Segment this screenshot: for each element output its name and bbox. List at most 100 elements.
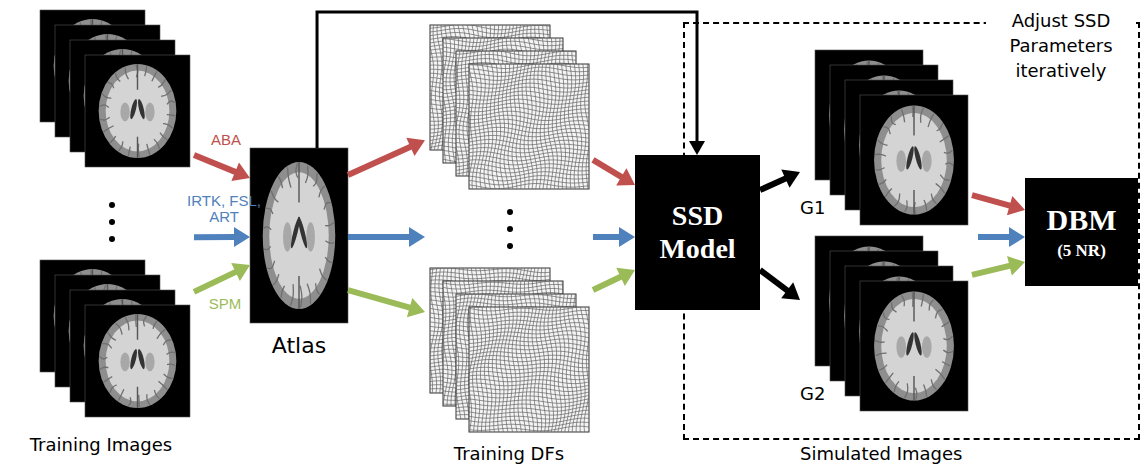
sulcus [153,321,157,329]
image-stack-art [425,20,594,194]
arrow-shaft [348,234,411,240]
flow-arrow [194,227,250,247]
arrow-shaft [194,271,237,292]
ventricle [913,332,923,356]
sulcus [875,154,886,156]
arrow-head [781,169,800,187]
arrow-head [231,163,250,181]
flow-arrow [317,12,705,155]
arrow-head [234,227,250,247]
group-label: G1 [800,197,825,218]
sulcus [128,397,130,406]
sulcus [883,127,890,134]
sulcus [135,315,137,327]
method-label: SPM [209,296,242,313]
arrow-head [616,268,635,286]
sulcus [164,374,173,378]
sulcus [264,246,270,249]
ellipsis-dot [507,226,513,232]
sulcus [116,323,123,334]
sulcus [118,141,123,150]
ventricle [137,349,147,370]
sulcus [163,124,173,129]
ventricle [129,99,139,120]
arrow-head [409,227,425,247]
sulcus [305,166,308,184]
basal-ganglia [145,353,154,372]
sulcus [325,241,334,243]
deformation-field [464,59,594,194]
sulcus [167,352,175,354]
arrow-head [231,263,250,281]
flow-arrow [593,268,635,290]
sulcus [320,269,327,281]
arrow-head [1007,256,1025,275]
sulcus [102,94,111,98]
arrow-shaft [972,195,1012,206]
sulcus [110,385,117,393]
basal-ganglia [922,150,932,172]
sulcus [325,222,334,226]
method-arrow-head [1009,227,1025,247]
midline [137,314,138,408]
cortex [874,291,954,400]
iteration-region: Adjust SSD Parameters iterativelySimulat… [683,22,1140,440]
brain-slice [860,95,968,225]
flow-arrow [194,263,250,292]
iteration-note: Adjust SSD Parameters iteratively [986,8,1136,84]
group-stack: G1 [800,48,972,228]
basal-ganglia [120,103,129,122]
sulcus [104,377,113,382]
sulcus [116,73,121,81]
sulcus [145,66,147,76]
method-arrow [978,227,1025,247]
ventricle [913,146,923,170]
brain-slice [250,148,348,323]
arrow-shaft [194,155,237,173]
sulcus [921,108,924,123]
arrow-shaft [593,160,623,178]
process-label: SSD Model [643,200,753,264]
flow-arrow [348,138,425,175]
slice-background [860,95,968,225]
stack-caption: Training DFs [454,443,564,464]
image-stack-art [40,10,190,167]
brain-slice [85,305,190,417]
sulcus [279,177,283,188]
method-arrow-shaft [978,234,1011,240]
sulcus [878,326,888,331]
sulcus [883,313,889,320]
sulcus [118,389,124,401]
sulcus [935,369,944,379]
atlas-image: Atlas [250,148,348,362]
sulcus [161,90,171,96]
sulcus [319,186,325,197]
sulcus [929,300,934,311]
stack-caption: Training Images [30,434,173,455]
sulcus [891,116,895,124]
sulcus [901,295,904,306]
atlas-art [250,148,348,323]
group-label: G2 [800,383,825,404]
slice-background [85,305,190,417]
basal-ganglia [922,336,932,358]
flow-arrow [348,290,425,317]
arrow-head [781,282,800,300]
sulcus [159,381,168,389]
field-stack: Training DFs [425,22,593,468]
sulcus [931,379,936,389]
basal-ganglia [145,103,154,122]
sulcus [108,82,114,88]
sulcus [940,175,950,181]
flow-arrow [194,155,250,181]
arrow-shaft [760,178,787,190]
flow-arrow [760,169,800,190]
ventricle [905,332,915,356]
flow-arrow [972,195,1025,215]
sulcus [158,79,165,87]
sulcus [264,227,271,230]
slice-background [250,148,348,323]
arrow-head [406,138,425,156]
